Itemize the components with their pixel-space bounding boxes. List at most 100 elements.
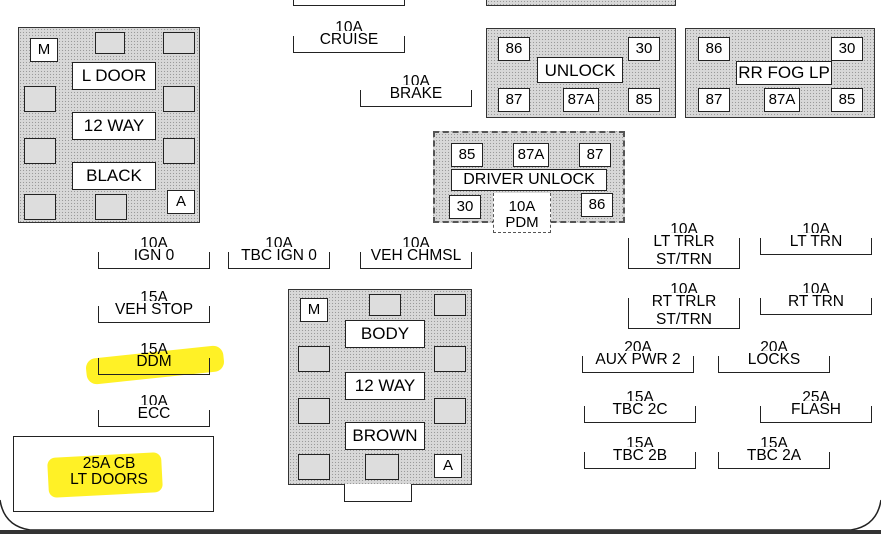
fuse-frame: CRUISE: [293, 31, 405, 53]
cb-label-line2: LT DOORS: [70, 471, 148, 488]
pin: 87: [698, 88, 730, 112]
fuse-brake: 10A BRAKE: [360, 74, 472, 107]
fuse-flash: 25A FLASH: [760, 390, 872, 423]
terminal: [24, 194, 56, 220]
fuse-name: LOCKS: [744, 351, 804, 368]
fuse-name: RT TRLR: [648, 293, 720, 310]
fuse-frame: FLASH: [760, 401, 872, 423]
fuse-ddm: 15A DDM: [98, 342, 210, 375]
fuse-veh-chmsl: 10A VEH CHMSL: [360, 236, 472, 269]
pin-a: A: [167, 190, 195, 214]
fuse-name: DDM: [136, 353, 172, 370]
fuse-name: TBC 2A: [743, 447, 805, 464]
top-partial-frame-left: [293, 0, 405, 6]
fuse-name: TBC IGN 0: [238, 247, 320, 264]
pin: 86: [698, 37, 730, 61]
fuse-frame: TBC IGN 0: [228, 247, 330, 269]
fuse-frame: ECC: [98, 405, 210, 427]
terminal: [95, 194, 127, 220]
terminal: [434, 398, 466, 424]
fuse-frame: AUX PWR 2: [582, 351, 694, 373]
relay-unlock: 86 30 UNLOCK 87 87A 85: [486, 28, 676, 118]
fuse-rt-trlr: 10A RT TRLR ST/TRN: [628, 282, 740, 329]
relay-rr-fog-lp: 86 30 RR FOG LP 87 87A 85: [685, 28, 875, 118]
pin: 87A: [563, 88, 599, 112]
pin: 86: [581, 193, 613, 217]
relay-name: DRIVER UNLOCK: [451, 169, 607, 191]
pin-m: M: [30, 38, 58, 62]
fuse-name: BRAKE: [386, 85, 446, 102]
pin: 86: [498, 37, 530, 61]
fuse-name: ECC: [134, 405, 174, 422]
pin: 87A: [764, 88, 800, 112]
fuse-lt-trn: 10A LT TRN: [760, 222, 872, 255]
fuse-locks: 20A LOCKS: [718, 340, 830, 373]
terminal: [365, 454, 399, 480]
top-partial-relay: [486, 0, 676, 6]
terminal: [24, 86, 56, 112]
pin: 87: [579, 143, 611, 167]
fuse-name: VEH CHMSL: [367, 247, 465, 264]
fuse-name: FLASH: [788, 401, 844, 418]
cb-label-line1: 25A CB: [82, 455, 136, 472]
fuse-name: TBC 2C: [609, 401, 671, 418]
relay-label: BROWN: [345, 422, 425, 450]
fuse-name-2: ST/TRN: [653, 311, 715, 328]
terminal: [163, 32, 195, 54]
fuse-frame: VEH CHMSL: [360, 247, 472, 269]
pin: 85: [628, 88, 660, 112]
pin: 85: [831, 88, 863, 112]
relay-label: L DOOR: [72, 62, 156, 90]
relay-name: RR FOG LP: [736, 61, 832, 85]
fuse-ign0: 10A IGN 0: [98, 236, 210, 269]
pin: 30: [831, 37, 863, 61]
fuse-veh-stop: 15A VEH STOP: [98, 290, 210, 323]
terminal: [298, 346, 330, 372]
terminal: [163, 86, 195, 112]
fuse-rt-trn: 10A RT TRN: [760, 282, 872, 315]
fuse-frame: DDM: [98, 354, 210, 375]
pin: 87A: [513, 143, 549, 167]
fuse-name: LT TRLR: [650, 233, 718, 250]
fuse-name: RT TRN: [785, 293, 847, 310]
fuse-name: LT TRN: [786, 233, 846, 250]
relay-name: UNLOCK: [537, 57, 623, 83]
terminal: [24, 138, 56, 164]
relay-label: BLACK: [72, 162, 156, 190]
relay-block-center: M BODY 12 WAY BROWN A: [288, 289, 472, 485]
fuse-frame: LT TRN: [760, 233, 872, 255]
fuse-name: IGN 0: [130, 247, 178, 264]
fuse-ecc: 10A ECC: [98, 394, 210, 427]
terminal: [95, 32, 125, 54]
relay-block-left: M L DOOR 12 WAY BLACK A: [18, 27, 200, 223]
relay-label: 12 WAY: [72, 112, 156, 140]
pin: 30: [449, 195, 481, 219]
fuse-frame: TBC 2B: [584, 447, 696, 469]
fuse-name: AUX PWR 2: [592, 351, 684, 368]
fuse-tbc2b: 15A TBC 2B: [584, 436, 696, 469]
relay-label: BODY: [345, 320, 425, 348]
terminal: [434, 346, 466, 372]
terminal: [298, 398, 330, 424]
pin: 87: [498, 88, 530, 112]
fuse-aux-pwr2: 20A AUX PWR 2: [582, 340, 694, 373]
terminal: [298, 454, 330, 480]
relay-label: 12 WAY: [345, 372, 425, 400]
fuse-lt-trlr: 10A LT TRLR ST/TRN: [628, 222, 740, 269]
terminal: [163, 138, 195, 164]
terminal: [434, 294, 466, 316]
fuse-frame: LT TRLR ST/TRN: [628, 233, 740, 269]
fuse-frame: IGN 0: [98, 247, 210, 269]
pin: 30: [628, 37, 660, 61]
fuse-block-outline: [0, 499, 881, 534]
fuse-frame: RT TRN: [760, 293, 872, 315]
fuse-name: CRUISE: [316, 31, 382, 48]
fuse-frame: BRAKE: [360, 85, 472, 107]
fuse-name-2: ST/TRN: [653, 251, 715, 268]
fuse-frame: TBC 2C: [584, 401, 696, 423]
fuse-amp: 15A: [140, 341, 168, 358]
fuse-cruise: 10A CRUISE: [293, 20, 405, 53]
fuse-frame: RT TRLR ST/TRN: [628, 293, 740, 329]
fuse-frame: VEH STOP: [98, 301, 210, 323]
fuse-frame: LOCKS: [718, 351, 830, 373]
